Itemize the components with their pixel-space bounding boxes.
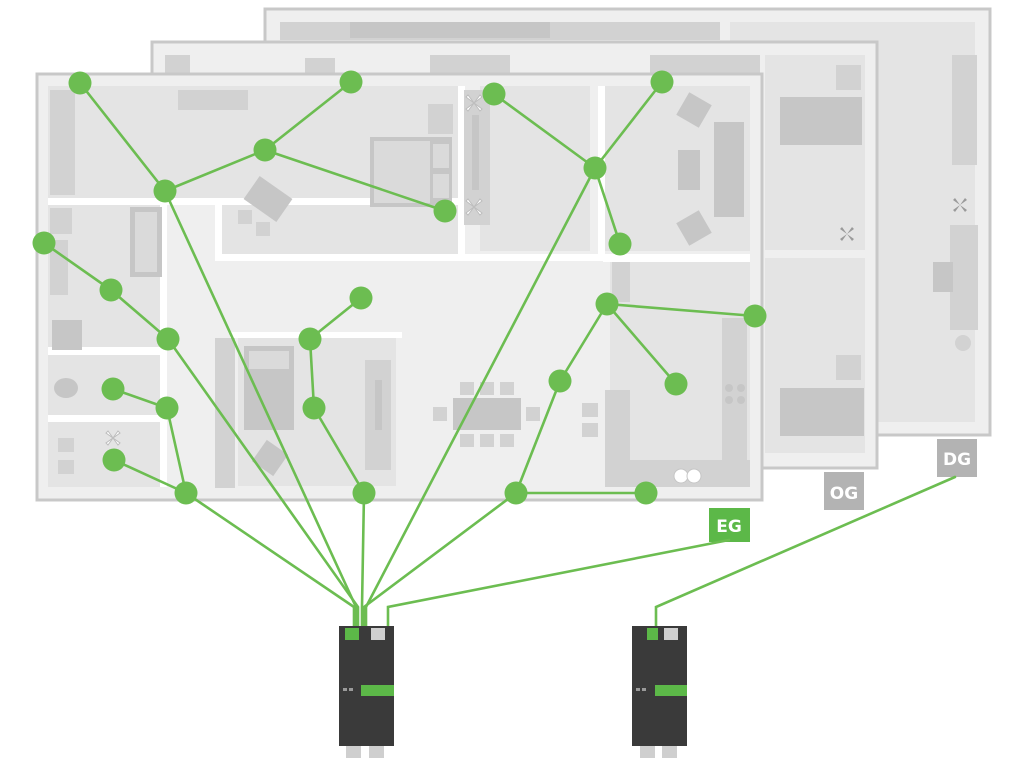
sensor-node <box>650 70 674 94</box>
fan-icon <box>465 198 483 216</box>
sensor-node <box>482 82 506 106</box>
svg-text:DG: DG <box>943 450 971 470</box>
svg-text:OG: OG <box>830 484 858 504</box>
fan-icon <box>953 198 967 212</box>
sensor-node <box>102 448 126 472</box>
sensor-node <box>155 396 179 420</box>
controller-icon <box>632 626 687 758</box>
sensor-node <box>743 304 767 328</box>
svg-text:EG: EG <box>716 517 742 537</box>
sensor-node <box>433 199 457 223</box>
sensor-node <box>608 232 632 256</box>
network-edges <box>42 80 957 628</box>
sensor-node <box>298 327 322 351</box>
sensor-node <box>664 372 688 396</box>
sensor-node <box>174 481 198 505</box>
sensor-node <box>32 231 56 255</box>
sensor-node <box>548 369 572 393</box>
sensor-node <box>302 396 326 420</box>
sensor-node <box>101 377 125 401</box>
sensor-node <box>595 292 619 316</box>
floor-label-dg: DG <box>937 439 977 477</box>
sensor-node <box>99 278 123 302</box>
sensor-node <box>634 481 658 505</box>
floor-label-og: OG <box>824 472 864 510</box>
fan-icon <box>105 430 121 446</box>
sensor-node <box>583 156 607 180</box>
sensor-node <box>68 71 92 95</box>
sensor-node <box>253 138 277 162</box>
floorplan-eg: EG <box>35 72 764 542</box>
sensor-node <box>352 481 376 505</box>
sensor-node <box>504 481 528 505</box>
fan-icon <box>840 227 854 241</box>
fan-icon <box>465 94 483 112</box>
sensor-node <box>339 70 363 94</box>
controller-icon <box>339 626 394 758</box>
network-nodes <box>32 70 767 505</box>
sensor-node <box>349 286 373 310</box>
sensor-node <box>156 327 180 351</box>
sensor-node <box>153 179 177 203</box>
floor-label-eg: EG <box>709 508 750 542</box>
